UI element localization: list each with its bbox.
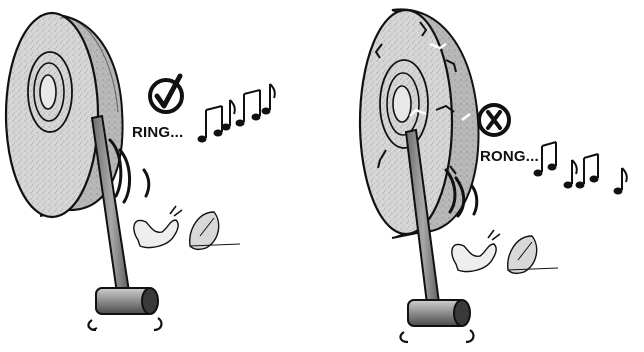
music-notes-icon xyxy=(534,142,627,195)
left-scene-good-wheel: RING... xyxy=(0,0,322,352)
right-scene-bad-wheel: RONG... xyxy=(322,0,644,352)
check-circle-icon xyxy=(150,76,182,112)
rong-caption: RONG... xyxy=(480,148,539,165)
x-circle-icon xyxy=(479,105,509,135)
ring-caption: RING... xyxy=(132,124,183,141)
music-notes-icon xyxy=(198,84,275,143)
arm-and-feather-icon xyxy=(134,206,240,249)
arm-and-feather-icon xyxy=(452,230,558,273)
hammer xyxy=(88,116,161,330)
right-scene-illustration xyxy=(322,0,644,352)
left-scene-illustration xyxy=(0,0,322,352)
